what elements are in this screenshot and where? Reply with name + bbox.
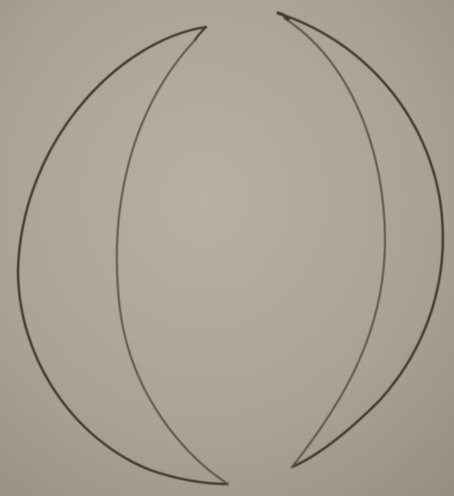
paper-sheet bbox=[0, 0, 454, 496]
photo-scene bbox=[0, 0, 454, 496]
paper-background bbox=[0, 0, 454, 496]
